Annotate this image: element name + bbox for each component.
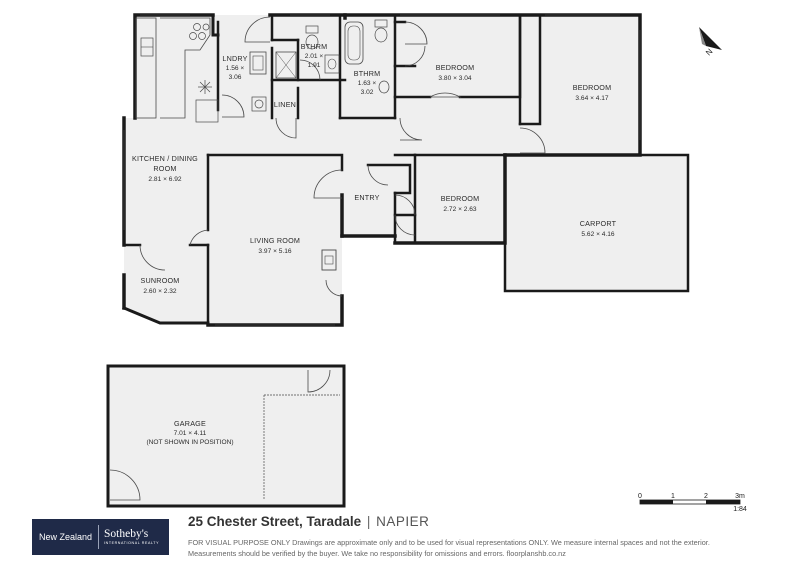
garage-dims: 7.01 × 4.11 bbox=[174, 430, 207, 437]
bathroom2-label: BTHRM bbox=[354, 69, 381, 78]
carport-dims: 5.62 × 4.16 bbox=[581, 231, 615, 238]
sothebys-logo: New Zealand Sotheby's INTERNATIONAL REAL… bbox=[32, 519, 169, 555]
scale-bar: 0 1 2 3m 1:84 bbox=[638, 493, 747, 513]
floor-plan: KITCHEN / DINING ROOM 2.81 × 6.92 LNDRY … bbox=[106, 13, 747, 513]
compass-icon: N bbox=[699, 27, 722, 57]
bathroom2-dims-2: 3.02 bbox=[361, 89, 374, 96]
laundry-dims-1: 1.56 × bbox=[226, 65, 245, 72]
washer-icon bbox=[254, 99, 264, 109]
scale-ratio: 1:84 bbox=[733, 506, 747, 513]
carport-label: CARPORT bbox=[580, 219, 617, 228]
fan-icon bbox=[198, 80, 212, 94]
kitchen-fixtures bbox=[135, 17, 219, 123]
brand-region: New Zealand bbox=[39, 532, 93, 542]
basin-icon bbox=[324, 54, 340, 74]
entry-label: ENTRY bbox=[354, 193, 379, 202]
bathroom-fixtures bbox=[249, 19, 390, 112]
bedroom3-dims: 2.72 × 2.63 bbox=[443, 206, 477, 213]
door-swings bbox=[139, 16, 546, 297]
sunroom-label: SUNROOM bbox=[141, 276, 180, 285]
disclaimer-text: FOR VISUAL PURPOSE ONLY Drawings are app… bbox=[188, 538, 710, 558]
bedroom2-label: BEDROOM bbox=[573, 83, 612, 92]
bedroom2-dims: 3.64 × 4.17 bbox=[575, 95, 609, 102]
carport-area bbox=[505, 155, 688, 291]
sunroom-dims: 2.60 × 2.32 bbox=[143, 288, 177, 295]
laundry-dims-2: 3.06 bbox=[229, 74, 242, 81]
linen-label: LINEN bbox=[274, 100, 296, 109]
room-labels: KITCHEN / DINING ROOM 2.81 × 6.92 LNDRY … bbox=[132, 42, 617, 446]
scale-tick-3: 3m bbox=[735, 493, 745, 500]
cooktop-icon bbox=[189, 32, 197, 40]
bathtub-icon bbox=[344, 21, 364, 65]
fireplace-icon bbox=[321, 249, 337, 271]
garage-label: GARAGE bbox=[174, 419, 206, 428]
garage-area bbox=[108, 366, 344, 506]
kitchen-bench bbox=[135, 17, 157, 119]
garage bbox=[106, 364, 346, 508]
scale-tick-1: 1 bbox=[671, 493, 675, 500]
bathroom2-dims-1: 1.63 × bbox=[358, 80, 377, 87]
toilet2-icon bbox=[374, 27, 388, 43]
brand-wordmark: Sotheby's INTERNATIONAL REALTY bbox=[99, 528, 159, 546]
laundry-tub-icon bbox=[249, 51, 267, 75]
shower-icon bbox=[275, 51, 297, 79]
scale-tick-0: 0 bbox=[638, 493, 642, 500]
bedroom1-label: BEDROOM bbox=[436, 63, 475, 72]
bedroom3-label: BEDROOM bbox=[441, 194, 480, 203]
scale-tick-2: 2 bbox=[704, 493, 708, 500]
compass-label: N bbox=[704, 47, 715, 58]
living-dims: 3.97 × 5.16 bbox=[258, 248, 292, 255]
garage-note: (NOT SHOWN IN POSITION) bbox=[146, 439, 233, 446]
bedroom1-dims: 3.80 × 3.04 bbox=[438, 75, 472, 82]
interior-walls bbox=[122, 13, 542, 325]
carport-outline bbox=[503, 153, 690, 293]
living-label: LIVING ROOM bbox=[250, 236, 300, 245]
kitchen-label-2: ROOM bbox=[153, 164, 176, 173]
bathroom1-dims-2: 1.91 bbox=[308, 62, 321, 69]
brand-name: Sotheby's bbox=[104, 528, 149, 540]
windows bbox=[123, 14, 641, 326]
floor-fill bbox=[108, 15, 688, 506]
basin2-icon bbox=[378, 80, 390, 94]
address-separator: | bbox=[366, 514, 371, 529]
bathroom1-label: BTHRM bbox=[301, 42, 328, 51]
address-street: 25 Chester Street, Taradale bbox=[188, 514, 362, 529]
property-address: 25 Chester Street, Taradale | NAPIER bbox=[188, 514, 429, 529]
bathroom1-dims-1: 2.01 × bbox=[305, 53, 324, 60]
kitchen-label-1: KITCHEN / DINING bbox=[132, 154, 198, 163]
brand-tagline: INTERNATIONAL REALTY bbox=[104, 541, 160, 545]
toilet-icon bbox=[305, 34, 319, 50]
laundry-label: LNDRY bbox=[222, 54, 247, 63]
kitchen-dims: 2.81 × 6.92 bbox=[148, 176, 182, 183]
address-city: NAPIER bbox=[376, 514, 430, 529]
brand-divider bbox=[98, 525, 100, 549]
